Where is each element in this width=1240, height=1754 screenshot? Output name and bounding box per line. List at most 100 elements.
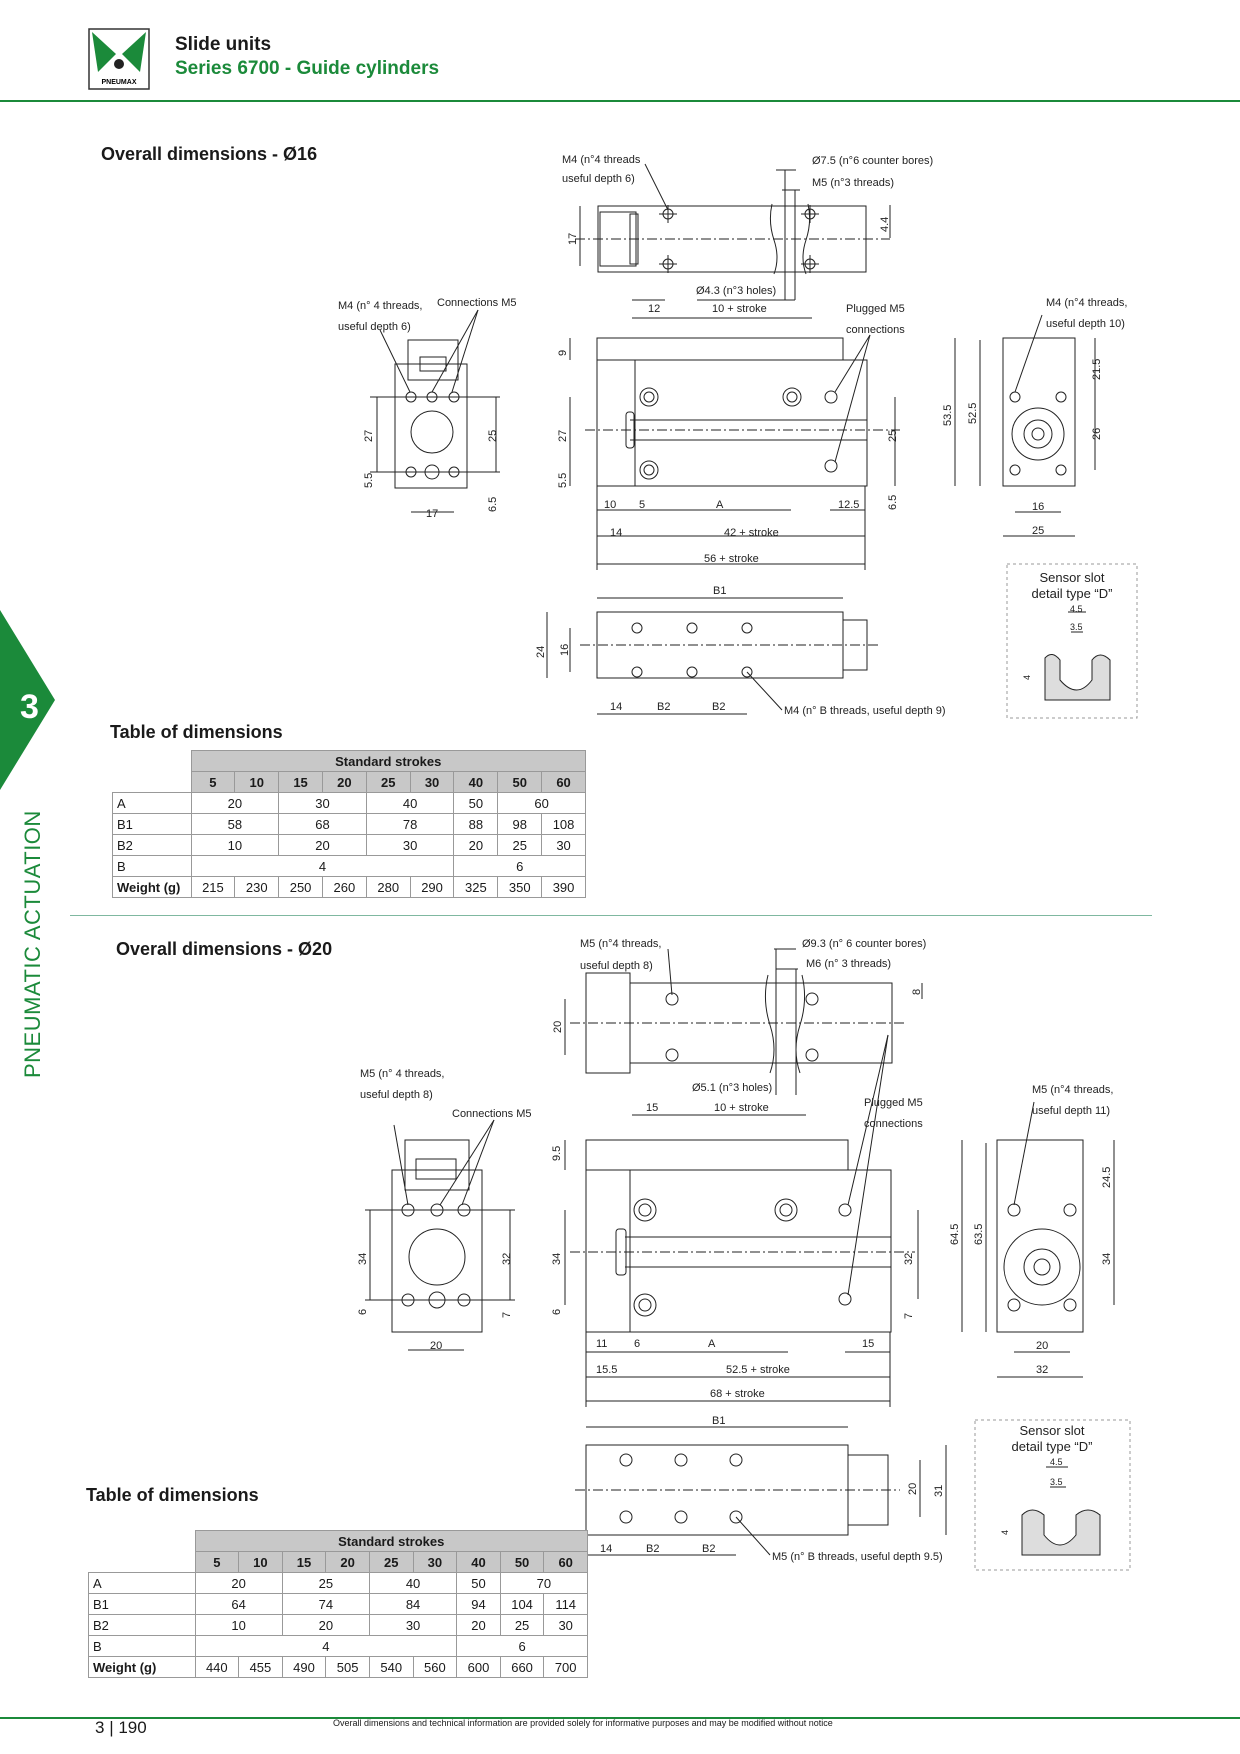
svg-text:12: 12 xyxy=(648,303,660,315)
svg-text:17: 17 xyxy=(426,508,438,520)
svg-text:Connections M5: Connections M5 xyxy=(452,1108,532,1120)
svg-text:detail type “D”: detail type “D” xyxy=(1012,1439,1093,1454)
svg-text:14: 14 xyxy=(600,1543,612,1555)
svg-text:17: 17 xyxy=(567,233,579,245)
svg-text:Ø9.3 (n° 6 counter bores): Ø9.3 (n° 6 counter bores) xyxy=(802,938,926,950)
svg-text:20: 20 xyxy=(1036,1340,1048,1352)
front-view-body xyxy=(596,359,868,487)
svg-text:8: 8 xyxy=(911,989,923,995)
svg-text:4: 4 xyxy=(1022,675,1032,680)
svg-text:3.5: 3.5 xyxy=(1070,622,1083,632)
svg-text:M4 (n° B threads, useful depth: M4 (n° B threads, useful depth 9) xyxy=(784,705,946,717)
svg-text:Sensor slot: Sensor slot xyxy=(1039,570,1104,585)
svg-text:32: 32 xyxy=(1036,1364,1048,1376)
svg-text:useful depth 8): useful depth 8) xyxy=(360,1089,433,1101)
svg-text:12.5: 12.5 xyxy=(838,499,859,511)
svg-text:5.5: 5.5 xyxy=(363,473,375,488)
svg-text:M6 (n° 3 threads): M6 (n° 3 threads) xyxy=(806,958,891,970)
left-view-body xyxy=(394,363,468,489)
svg-text:M5 (n°4 threads,: M5 (n°4 threads, xyxy=(1032,1084,1113,1096)
svg-text:6.5: 6.5 xyxy=(887,495,899,510)
svg-text:25: 25 xyxy=(487,430,499,442)
svg-text:Ø5.1 (n°3 holes): Ø5.1 (n°3 holes) xyxy=(692,1082,772,1094)
svg-text:31: 31 xyxy=(933,1485,945,1497)
svg-text:5: 5 xyxy=(639,499,645,511)
right-view-body xyxy=(1002,337,1076,487)
svg-text:34: 34 xyxy=(357,1253,369,1265)
svg-text:B1: B1 xyxy=(712,1415,725,1427)
page-number: 3 | 190 xyxy=(95,1718,147,1737)
svg-text:27: 27 xyxy=(363,430,375,442)
svg-text:B1: B1 xyxy=(713,585,726,597)
svg-text:Connections M5: Connections M5 xyxy=(437,297,517,309)
svg-text:42 + stroke: 42 + stroke xyxy=(724,527,779,539)
section-divider xyxy=(70,915,1152,916)
header-divider xyxy=(0,100,1240,102)
svg-text:10: 10 xyxy=(604,499,616,511)
lbl: M4 (n°4 threads xyxy=(562,154,641,166)
svg-text:27: 27 xyxy=(557,430,569,442)
section20-table-title: Table of dimensions xyxy=(86,1485,259,1505)
svg-text:32: 32 xyxy=(501,1253,513,1265)
svg-text:24.5: 24.5 xyxy=(1101,1167,1113,1188)
svg-text:52.5: 52.5 xyxy=(967,403,979,424)
svg-text:useful depth 8): useful depth 8) xyxy=(580,960,653,972)
svg-text:B2: B2 xyxy=(646,1543,659,1555)
svg-text:52.5 + stroke: 52.5 + stroke xyxy=(726,1364,790,1376)
svg-text:34: 34 xyxy=(551,1253,563,1265)
svg-text:4.5: 4.5 xyxy=(1070,604,1083,614)
svg-text:25: 25 xyxy=(1032,525,1044,537)
brand-logo: PNEUMAX xyxy=(88,28,150,90)
svg-text:connections: connections xyxy=(864,1118,923,1130)
svg-text:useful depth 6): useful depth 6) xyxy=(338,321,411,333)
svg-text:63.5: 63.5 xyxy=(973,1224,985,1245)
svg-text:connections: connections xyxy=(846,324,905,336)
svg-text:26: 26 xyxy=(1091,428,1103,440)
svg-text:A: A xyxy=(708,1338,716,1350)
drawing-20: M5 (n°4 threads, useful depth 8) Ø9.3 (n… xyxy=(357,938,1131,1571)
svg-text:4.4: 4.4 xyxy=(879,217,891,232)
svg-text:68 + stroke: 68 + stroke xyxy=(710,1388,765,1400)
svg-text:Plugged M5: Plugged M5 xyxy=(864,1097,923,1109)
svg-text:useful depth 6): useful depth 6) xyxy=(562,173,635,185)
svg-text:4.5: 4.5 xyxy=(1050,1457,1063,1467)
page-title: Slide units xyxy=(175,34,272,55)
svg-text:15: 15 xyxy=(646,1102,658,1114)
section20-title: Overall dimensions - Ø20 xyxy=(116,939,333,959)
svg-text:M4 (n°4 threads,: M4 (n°4 threads, xyxy=(1046,297,1127,309)
svg-text:21.5: 21.5 xyxy=(1091,359,1103,380)
svg-text:10 + stroke: 10 + stroke xyxy=(714,1102,769,1114)
svg-text:64.5: 64.5 xyxy=(949,1224,961,1245)
svg-text:9.5: 9.5 xyxy=(551,1146,563,1161)
svg-text:6: 6 xyxy=(634,1338,640,1350)
svg-text:M4 (n° 4 threads,: M4 (n° 4 threads, xyxy=(338,300,423,312)
svg-text:34: 34 xyxy=(1101,1253,1113,1265)
svg-text:16: 16 xyxy=(559,644,571,656)
footer-divider xyxy=(0,1717,1240,1719)
svg-text:6: 6 xyxy=(357,1309,369,1315)
svg-text:53.5: 53.5 xyxy=(942,405,954,426)
svg-text:Plugged M5: Plugged M5 xyxy=(846,303,905,315)
svg-text:24: 24 xyxy=(535,646,547,658)
svg-text:11: 11 xyxy=(596,1338,607,1350)
svg-text:10 + stroke: 10 + stroke xyxy=(712,303,767,315)
svg-text:25: 25 xyxy=(887,430,899,442)
svg-text:4: 4 xyxy=(1000,1530,1010,1535)
svg-text:M5 (n° B threads, useful depth: M5 (n° B threads, useful depth 9.5) xyxy=(772,1551,943,1563)
svg-text:56 + stroke: 56 + stroke xyxy=(704,553,759,565)
section16-title: Overall dimensions - Ø16 xyxy=(101,144,318,164)
svg-text:15.5: 15.5 xyxy=(596,1364,617,1376)
svg-text:B2: B2 xyxy=(657,701,670,713)
svg-text:16: 16 xyxy=(1032,501,1044,513)
svg-text:5.5: 5.5 xyxy=(557,473,569,488)
drawing-16: M4 (n°4 threads useful depth 6) Ø7.5 (n°… xyxy=(338,154,1138,719)
svg-text:useful depth 10): useful depth 10) xyxy=(1046,318,1125,330)
